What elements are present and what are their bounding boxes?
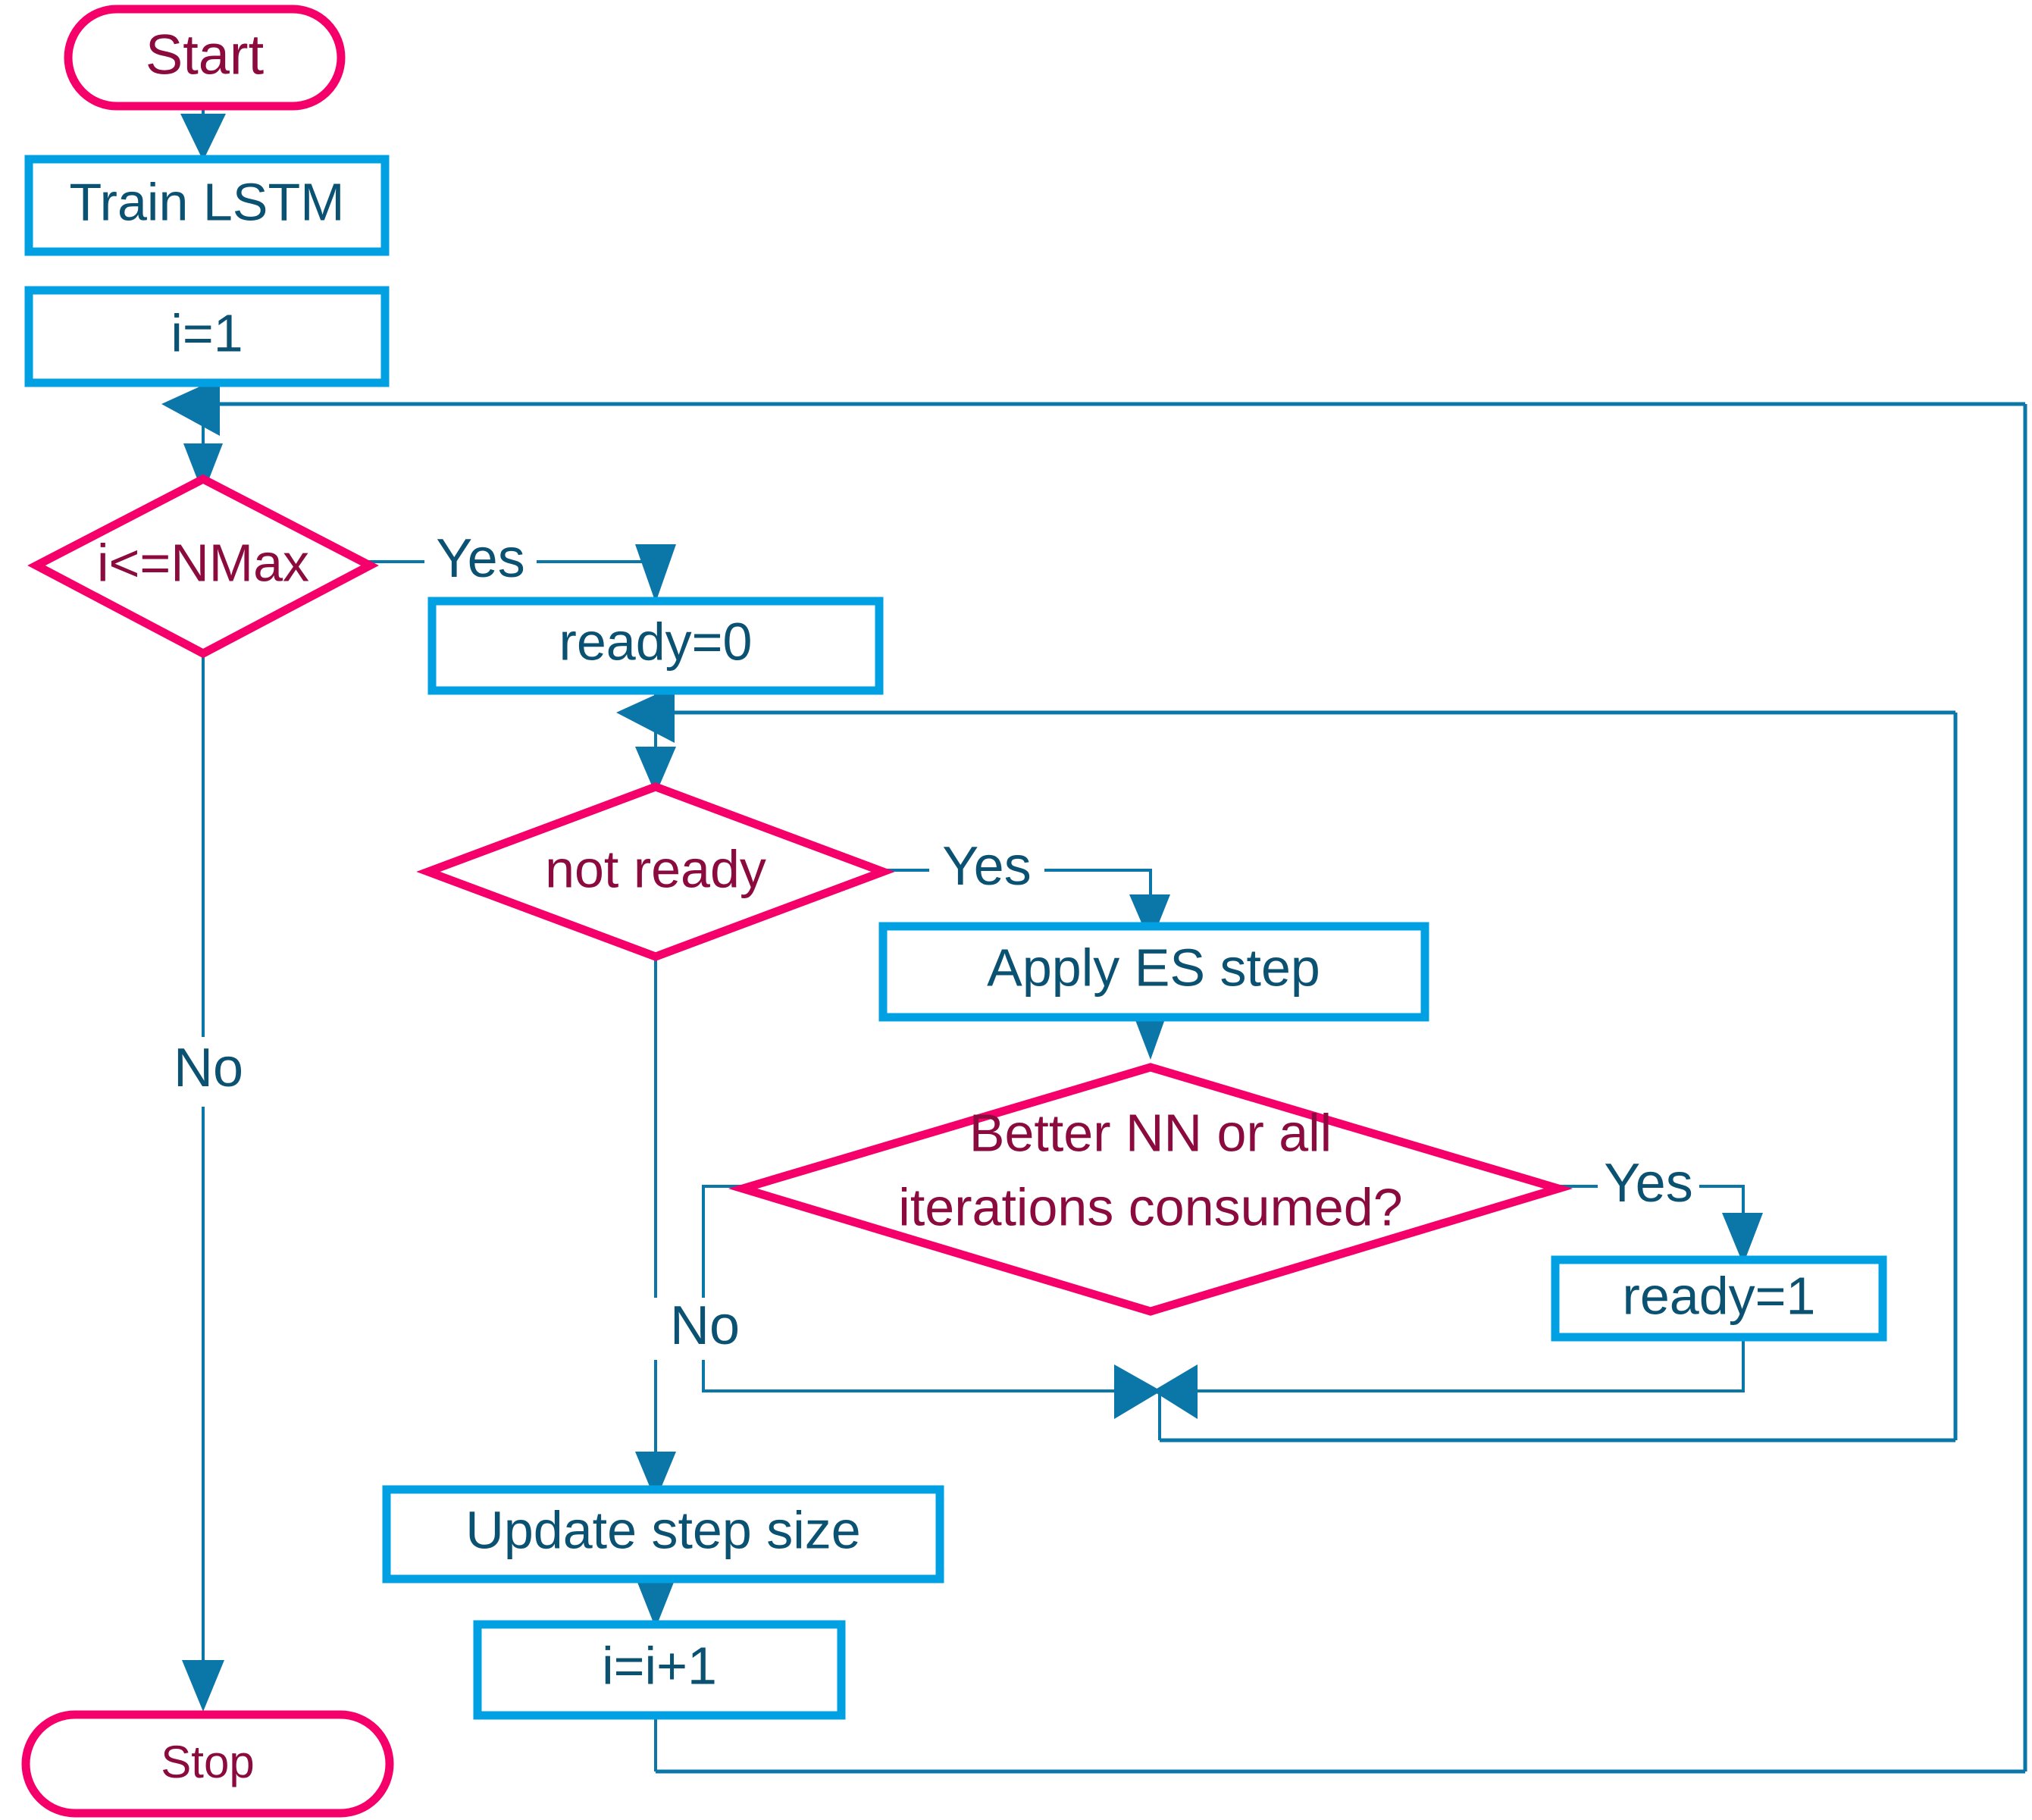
edge-label-nmax-yes: Yes xyxy=(424,528,537,593)
node-decision-better-nn-label-line2: iterations consumed? xyxy=(898,1177,1402,1236)
node-decision-not-ready[interactable]: not ready xyxy=(416,782,895,961)
node-decision-better-nn[interactable]: Better NN or all iterations consumed? xyxy=(728,1063,1573,1316)
node-train-lstm[interactable]: Train LSTM xyxy=(24,155,390,256)
edge-label-better-no-text: No xyxy=(670,1295,740,1356)
edge-label-better-yes-text: Yes xyxy=(1604,1153,1692,1214)
edge-nmax-no-to-stop xyxy=(182,653,224,1712)
edge-notready-to-updatestep xyxy=(635,958,676,1501)
node-increment-i-label: i=i+1 xyxy=(602,1636,717,1695)
edge-better-no-to-merge xyxy=(702,1185,1161,1419)
node-decision-better-nn-label-line1: Better NN or all xyxy=(969,1103,1332,1162)
edge-inner-loop-join xyxy=(616,686,1958,1443)
node-init-i-label: i=1 xyxy=(171,303,243,362)
node-update-step-size[interactable]: Update step size xyxy=(382,1485,944,1583)
edge-ready1-to-merge xyxy=(1153,1334,1745,1419)
node-increment-i[interactable]: i=i+1 xyxy=(473,1620,846,1720)
node-update-step-size-label: Update step size xyxy=(465,1500,860,1559)
node-ready1[interactable]: ready=1 xyxy=(1551,1255,1887,1342)
node-start[interactable]: Start xyxy=(64,5,346,111)
node-apply-es-step-label: Apply ES step xyxy=(987,938,1320,997)
edge-label-better-yes: Yes xyxy=(1598,1153,1699,1217)
node-ready0-label: ready=0 xyxy=(559,612,753,671)
edge-increment-to-nmax-loop xyxy=(161,377,2027,1774)
edge-label-nmax-no-text: No xyxy=(174,1038,243,1098)
node-decision-nmax[interactable]: i<=NMax xyxy=(27,474,379,659)
node-stop[interactable]: Stop xyxy=(21,1710,394,1818)
node-start-label: Start xyxy=(146,23,265,86)
edge-label-better-no: No xyxy=(652,1295,758,1360)
edge-start-to-train xyxy=(180,106,226,161)
node-init-i[interactable]: i=1 xyxy=(24,286,390,387)
edge-notready-yes-to-applyes xyxy=(885,869,1170,944)
node-ready1-label: ready=1 xyxy=(1623,1266,1816,1325)
node-stop-label: Stop xyxy=(161,1737,254,1787)
node-decision-not-ready-label: not ready xyxy=(545,839,766,898)
node-ready0[interactable]: ready=0 xyxy=(427,597,884,695)
node-apply-es-step[interactable]: Apply ES step xyxy=(878,922,1429,1022)
edge-label-nmax-no: No xyxy=(152,1037,265,1107)
edge-label-nmax-yes-text: Yes xyxy=(436,528,524,589)
node-decision-nmax-label: i<=NMax xyxy=(97,533,309,592)
edge-label-notready-yes-text: Yes xyxy=(942,836,1031,897)
edge-label-notready-yes: Yes xyxy=(929,836,1044,901)
node-train-lstm-label: Train LSTM xyxy=(69,172,344,231)
